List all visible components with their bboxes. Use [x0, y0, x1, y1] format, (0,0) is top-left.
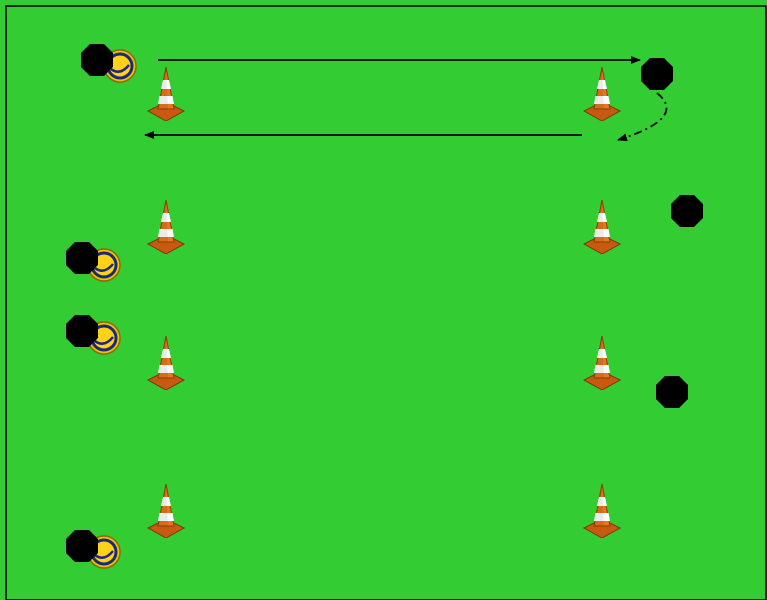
player-marker-icon: [66, 530, 98, 562]
player-marker-icon: [656, 376, 688, 408]
player-marker-icon: [81, 44, 113, 76]
player-marker-icon: [66, 242, 98, 274]
player-marker-icon: [671, 195, 703, 227]
player-marker-icon: [641, 58, 673, 90]
player-marker-icon: [66, 315, 98, 347]
